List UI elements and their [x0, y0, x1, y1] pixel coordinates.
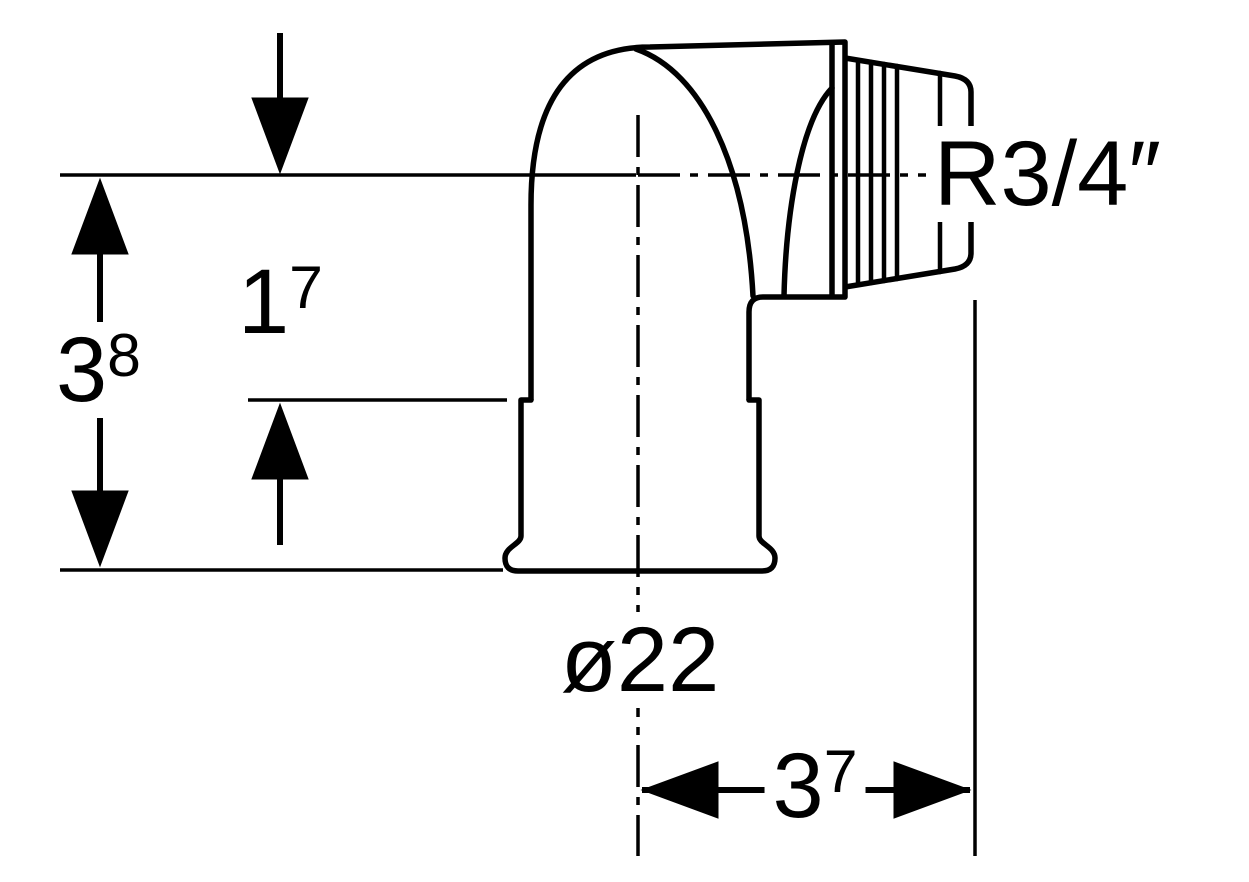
bore-arc-outer [633, 46, 756, 299]
arrow-right-icon [893, 761, 972, 819]
dim-superscript: 7 [289, 252, 323, 321]
arrow-down-icon [71, 490, 129, 568]
dim-label-height-upper: 17 [230, 254, 331, 350]
dim-superscript: 7 [823, 736, 858, 805]
arrow-up-icon [71, 177, 129, 255]
bore-arc-inner [781, 85, 835, 299]
elbow-body-outline [528, 39, 848, 403]
centerlines [636, 115, 928, 856]
dim-label-thread: R3/4″ [926, 126, 1169, 222]
arrow-left-icon [640, 761, 719, 819]
press-socket-outline [502, 397, 778, 574]
dim-value: R3/4″ [934, 123, 1161, 225]
dim-value: 3 [772, 735, 824, 837]
fitting [502, 39, 974, 574]
dim-label-diameter: ø22 [552, 609, 728, 711]
dim-superscript: 8 [107, 320, 141, 389]
dim-value: ø22 [560, 609, 720, 711]
dim-value: 1 [238, 251, 290, 353]
thread-ridges [855, 57, 943, 288]
dim-value: 3 [56, 319, 108, 421]
arrow-down-icon [251, 97, 309, 175]
dim-label-height-total: 38 [48, 322, 149, 418]
dim-label-width: 37 [764, 735, 866, 837]
arrow-up-icon [251, 402, 309, 480]
extension-lines [60, 173, 977, 856]
